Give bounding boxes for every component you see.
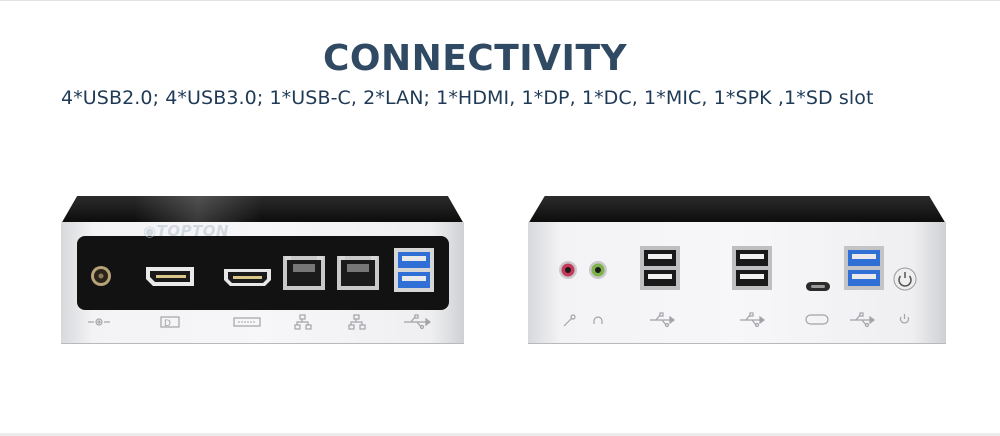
lan-port-1 [283,256,325,290]
displayport-icon: D [160,316,180,329]
usb-c-icon [805,314,829,325]
device-right-lid [528,196,946,224]
device-right [528,196,946,344]
usb2-stack-1 [640,246,680,290]
dc-power-port [91,266,111,286]
usb2-stack-2 [732,246,772,290]
lan-icon [348,314,366,330]
usb-icon [850,312,875,328]
brand-logo: ◉TOPTON [143,222,230,240]
bottom-divider [0,433,1000,436]
spec-line: 4*USB2.0; 4*USB3.0; 1*USB-C, 2*LAN; 1*HD… [61,87,874,109]
device-left: ◉TOPTON [61,196,464,344]
speaker-jack [589,261,607,279]
power-button[interactable] [893,267,917,291]
lan-port-2 [337,256,379,290]
usb-icon [404,314,431,330]
usb-icon [650,312,675,328]
device-right-ports [559,246,917,328]
usb3-stack-front [394,248,434,292]
hdmi-port [224,269,271,286]
device-left-ports: D [88,248,434,330]
displayport-port [146,267,194,286]
page-title: CONNECTIVITY [322,38,628,79]
headphone-icon [593,316,603,324]
power-icon [899,314,910,324]
device-left-lid [61,196,464,224]
mic-jack [559,261,577,279]
svg-text:D: D [164,319,171,329]
usb-icon [740,312,765,328]
usb3-stack-rear [844,246,884,290]
mic-icon [563,314,576,327]
top-divider [0,0,1000,1]
hdmi-icon [233,317,261,327]
usb-c-port [806,282,830,291]
dc-icon [88,318,110,326]
lan-icon [294,314,312,330]
